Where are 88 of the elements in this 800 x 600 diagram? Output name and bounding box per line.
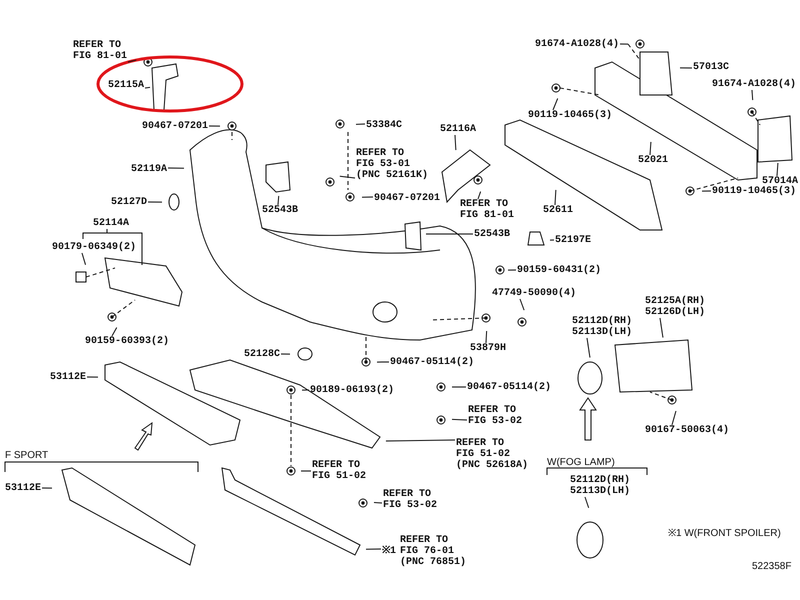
part-number-label: 53112E: [5, 483, 42, 494]
part-number-label: REFER TO FIG 53-01 (PNC 52161K): [356, 148, 428, 181]
part-number-label: 52112D(RH) 52113D(LH): [572, 316, 632, 338]
part-number-label: 90167-50063(4): [645, 425, 730, 436]
leader-line: [208, 126, 220, 127]
part-number-label: 90179-06349(2): [52, 242, 136, 253]
part-number-label: 52116A: [440, 124, 476, 135]
group-label: ※1 W(FRONT SPOILER): [668, 528, 781, 539]
part-number-label: 52543B: [262, 205, 298, 216]
part-number-label: 91674-A1028(4): [712, 79, 796, 90]
leader-line: [672, 410, 676, 426]
diagram-code: 522358F: [752, 561, 792, 572]
leader-line: [385, 440, 456, 442]
leader-line: [660, 318, 664, 338]
part-number-label: 52112D(RH) 52113D(LH): [570, 475, 630, 497]
leader-line: [584, 496, 590, 508]
part-number-label: REFER TO FIG 81-01: [73, 40, 128, 62]
leader-line: [451, 418, 468, 420]
part-number-label: 52119A: [131, 164, 168, 175]
part-number-label: 52021: [638, 155, 668, 166]
leader-line: [366, 548, 382, 550]
leader-line: [82, 252, 86, 266]
part-number-label: 90467-07201: [142, 121, 208, 132]
leader-line: [86, 376, 98, 378]
part-number-label: 90119-10465(3): [712, 186, 796, 197]
leader-line: [452, 386, 466, 388]
leader-line: [128, 60, 137, 62]
part-number-label: 53384C: [366, 120, 402, 131]
leader-line: [356, 124, 366, 125]
leader-line: [42, 488, 52, 489]
part-number-label: 52128C: [244, 349, 280, 360]
leader-line: [376, 362, 390, 363]
part-number-label: 90467-05114(2): [390, 357, 474, 368]
leader-line: [300, 470, 312, 472]
part-number-label: 57014A: [762, 176, 798, 187]
group-label: F SPORT: [5, 450, 48, 461]
part-number-label: REFER TO FIG 51-02: [312, 460, 366, 482]
part-number-label: 90159-60431(2): [517, 265, 602, 276]
leader-line: [752, 90, 754, 101]
part-number-label: 52197E: [555, 235, 592, 246]
part-number-label: 57013C: [693, 62, 730, 73]
part-number-label: 52611: [543, 205, 574, 216]
leader-line: [702, 190, 712, 192]
leader-line: [426, 234, 474, 235]
leader-line: [554, 189, 556, 206]
leader-line: [302, 390, 310, 391]
part-number-label: 90467-05114(2): [467, 382, 552, 393]
part-number-label: REFER TO FIG 81-01: [460, 199, 514, 221]
leader-line: [280, 354, 290, 355]
leader-line: [278, 195, 280, 206]
leader-line: [680, 67, 692, 68]
leader-line: [520, 298, 525, 311]
reference-note: REFER TO FIG 76-01 (PNC 76851): [400, 535, 466, 568]
part-number-label: 52127D: [111, 197, 148, 208]
leader-line: [776, 162, 778, 176]
leader-line: [552, 98, 558, 110]
part-number-label: 90467-07201: [374, 193, 440, 204]
leader-line: [550, 240, 554, 241]
group-label: W(FOG LAMP): [547, 457, 615, 468]
part-number-label: 90119-10465(3): [528, 110, 612, 121]
part-number-label: REFER TO FIG 53-02: [468, 405, 522, 427]
part-number-label: 90159-60393(2): [85, 336, 170, 347]
leader-line: [362, 196, 374, 198]
part-number-label: 90189-06193(2): [310, 385, 394, 396]
leader-line: [454, 134, 456, 151]
leader-line: [650, 141, 652, 156]
part-number-label: REFER TO FIG 53-02: [383, 489, 438, 511]
leader-line: [620, 44, 628, 45]
leader-line: [148, 202, 162, 203]
leader-line: [478, 191, 482, 200]
leader-line: [144, 86, 151, 88]
part-number-label: 53112E: [50, 372, 86, 383]
leader-line: [373, 502, 382, 504]
part-number-label: 52125A(RH) 52126D(LH): [645, 296, 706, 318]
leader-line: [112, 326, 118, 336]
leader-line: [168, 168, 184, 169]
part-number-label: REFER TO FIG 51-02 (PNC 52618A): [456, 438, 528, 471]
part-number-label: 52115A: [108, 80, 144, 91]
leader-line: [508, 270, 516, 271]
leader-line: [339, 176, 356, 178]
part-number-label: 53879H: [470, 343, 506, 354]
leader-line: [486, 330, 488, 344]
part-number-label: 91674-A1028(4): [535, 39, 620, 50]
part-number-label: 52114A: [93, 218, 130, 229]
part-number-label: 47749-50090(4): [492, 288, 576, 299]
leader-line: [586, 338, 590, 358]
footnote-mark: ※1: [382, 546, 396, 557]
part-number-label: 52543B: [474, 229, 510, 240]
